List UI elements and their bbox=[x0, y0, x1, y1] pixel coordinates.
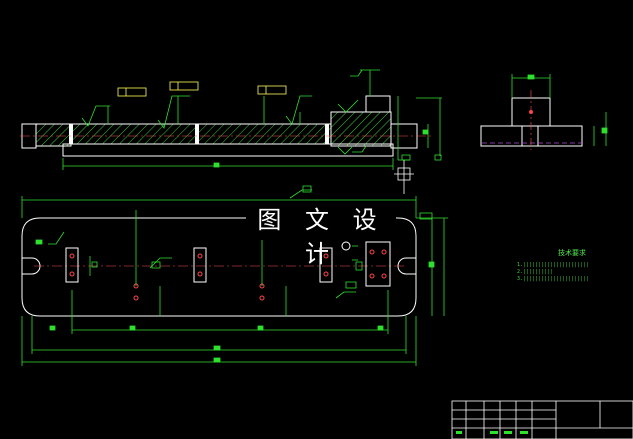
roughness-symbol-icon bbox=[81, 95, 359, 129]
watermark: 图 文 设 计 bbox=[246, 203, 396, 268]
title-block bbox=[451, 400, 633, 439]
plan-view-dimensions bbox=[21, 185, 448, 366]
plan-view bbox=[21, 217, 417, 317]
title-block-fill bbox=[456, 431, 528, 434]
technical-requirement-line: 1.|||||||||||||||||||||| bbox=[517, 262, 590, 268]
technical-requirement-line: 3.|||||||||||||||||||||| bbox=[517, 276, 590, 282]
hole-icon bbox=[69, 249, 387, 301]
technical-requirements-title: 技术要求 bbox=[558, 249, 586, 257]
tolerance-frame-icon bbox=[117, 81, 287, 97]
front-view-dimensions bbox=[62, 69, 442, 170]
datum-marker-icon bbox=[394, 160, 414, 194]
technical-requirement-line: 2.|||||||||| bbox=[517, 269, 554, 275]
side-view-dimensions bbox=[511, 74, 608, 146]
technical-requirements: 技术要求 1.|||||||||||||||||||||| 2.||||||||… bbox=[517, 248, 627, 283]
front-section-view bbox=[20, 95, 432, 157]
side-view bbox=[480, 90, 583, 150]
